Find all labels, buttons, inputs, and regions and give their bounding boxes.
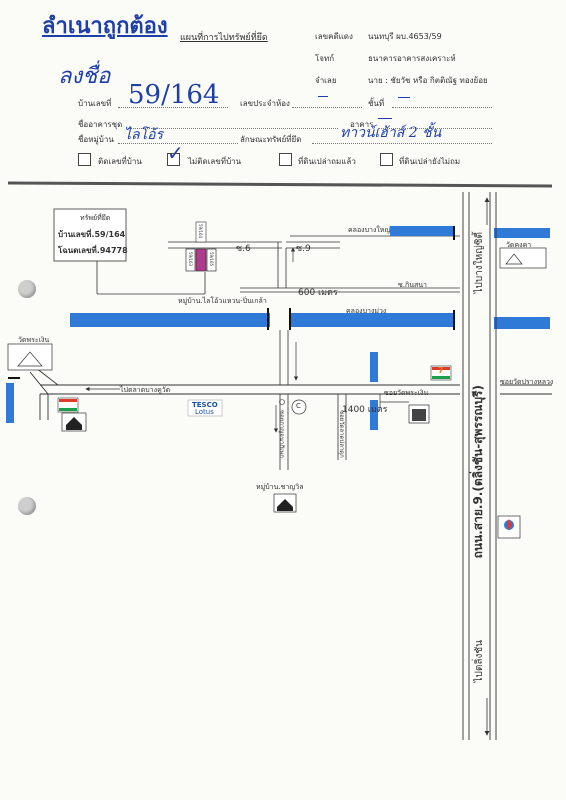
checkmark-icon: ✓ (167, 141, 184, 165)
village-value: ไลโอ้ร (124, 127, 164, 143)
roundabout-icon (291, 399, 307, 415)
certified-copy-stamp: ลำเนาถูกต้อง (42, 13, 168, 39)
property-box-title: ทรัพย์ที่ยึด (80, 214, 111, 222)
label-house-mid: 59/164 (198, 224, 203, 239)
house-no-label: บ้านเลขที่ (78, 99, 112, 108)
punch-hole-bottom (18, 497, 36, 515)
house-no-value: 59/164 (128, 80, 220, 110)
property-type-label: ลักษณะทรัพย์ที่ยึด (240, 135, 302, 144)
label-soi-wat-prang-luang: ซอยวัดปรางหลวง (500, 378, 554, 386)
checkbox-vacant-filled[interactable] (279, 153, 292, 166)
label-canal-bang-yai: คลองบางใหญ่ (348, 226, 391, 234)
label-roundabout-c: C (296, 402, 301, 410)
house-59-165 (206, 248, 217, 272)
label-lotus: Lotus (195, 408, 214, 416)
house-59-164-target (195, 248, 207, 272)
village-label: ชื่อหมู่บ้าน (78, 135, 114, 144)
label-soi9: ซ.9 (296, 244, 311, 254)
label-to-taling-chan: ไปตลิ่งชัน (474, 640, 485, 683)
case-label: เลขคดีแดง (315, 32, 353, 41)
label-soi-kinsa: ซ.กินสนา (398, 281, 427, 289)
label-canal-bang-muang: คลองบางม่วง (346, 307, 387, 315)
property-box-house-no: บ้านเลขที่.59/164 (58, 230, 126, 239)
floor-label: ชั้นที่ (368, 99, 385, 108)
checkbox-label-vacant-unfilled: ที่ดินเปล่ายังไม่ถม (399, 157, 461, 166)
tax-no-label: เลขประจำห้อง (240, 99, 290, 108)
label-wat-kongka: วัดคงคา (506, 241, 532, 249)
temple-wat-kongka (499, 247, 547, 269)
checkbox-label-house-number-posted: ติดเลขที่บ้าน (98, 157, 142, 166)
punch-hole-top (18, 280, 36, 298)
condo-label: ชื่ออาคารชุด (78, 120, 123, 129)
label-store-711: 7 (438, 366, 444, 375)
label-to-bang-khu-wat: ไปตลาดบางคูวัด (120, 386, 171, 394)
label-village-main: หมู่บ้าน.ไลโอ้วแหวน-ปิ่นเกล้า (178, 297, 267, 305)
defendant-label: จำเลย (315, 76, 337, 85)
defendant-value: นาย : ชัยวัช หรือ กิตติณัฐ ทองย้อย (368, 76, 488, 85)
main-top-road (7, 181, 553, 188)
building-label: อาคาร (350, 120, 374, 129)
canal-bang-muang (70, 313, 270, 327)
label-to-bang-yai-city: ไปบางใหญ่ซิตี้ (474, 232, 485, 294)
plaintiff-value: ธนาคารอาคารสงเคราะห์ (368, 54, 456, 63)
label-dist-600: 600 เมตร (298, 288, 338, 298)
label-dist-1400: 1400 เมตร (342, 405, 388, 415)
label-road-9: ถนน.สาย.9.(ตลิ่งชัน-สุพรรณบุรี) (471, 385, 485, 559)
label-soi-kanchana: ซอยกาญจนาภิเษก (278, 410, 285, 458)
plaintiff-label: โจทก์ (315, 54, 335, 63)
label-house-right: 59/165 (209, 252, 214, 267)
checkbox-label-no-house-number: ไม่ติดเลขที่บ้าน (188, 157, 242, 166)
canal-right-top (494, 228, 550, 238)
label-village-lower: หมู่บ้าน.ชาญวิล (256, 483, 304, 491)
checkbox-house-number-posted[interactable] (78, 153, 91, 166)
label-soi-wat-phra-ngoen: ซอยวัดพระเงิน (384, 389, 429, 397)
form-title: แผนที่การไปทรัพย์ที่ยึด (180, 33, 268, 43)
checkbox-no-house-number[interactable] (167, 153, 180, 166)
checkbox-label-vacant-filled: ที่ดินเปล่าถมแล้ว (298, 157, 356, 166)
property-type-value: ทาวน์เฮ้าส์ 2 ชั้น (340, 125, 442, 141)
label-house-left: 59/163 (188, 252, 193, 267)
property-info-box (53, 208, 127, 262)
label-soi6: ซ.6 (236, 244, 251, 254)
signature-initial: ลงชื่อ (58, 64, 111, 89)
label-wat-phra-ngoen: วัดพระเงิน (18, 336, 50, 344)
checkbox-vacant-unfilled[interactable] (380, 153, 393, 166)
tesco-lotus-store (187, 399, 223, 417)
case-value: นนทบุรี ผบ.4653/59 (368, 32, 442, 41)
property-box-deed-no: โฉนดเลขที่.94778 (58, 246, 128, 255)
label-soi-wat-lat: ซอยวัดลาดปลาดุก (338, 410, 345, 458)
canal-bang-yai (390, 226, 455, 236)
house-59-163 (185, 248, 196, 272)
label-tesco: TESCO (192, 401, 218, 409)
